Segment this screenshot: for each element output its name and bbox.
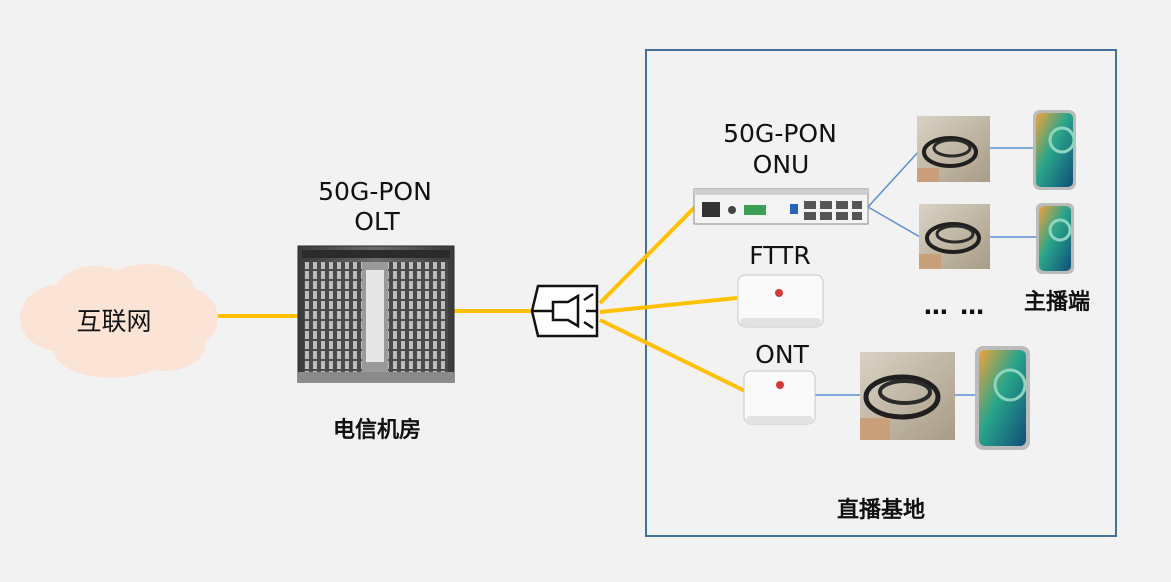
onu-title-line2: ONU xyxy=(753,150,810,179)
ont-label: ONT xyxy=(755,340,809,369)
camera-photo-2 xyxy=(919,204,990,269)
link-onu-camera2 xyxy=(867,206,921,238)
device-links xyxy=(815,147,1038,396)
phone-icon-1 xyxy=(1033,110,1076,190)
streamer-label: 主播端 xyxy=(1024,290,1090,315)
base-frame xyxy=(645,49,1117,537)
internet-label: 互联网 xyxy=(76,307,151,336)
ellipsis: … … xyxy=(924,292,986,320)
base-label: 直播基地 xyxy=(837,497,925,523)
fiber-splitter-onu xyxy=(598,203,699,305)
internet-cloud-icon xyxy=(20,264,218,378)
fttr-label: FTTR xyxy=(749,241,810,270)
olt-title-line2: OLT xyxy=(354,207,400,236)
olt-title-line1: 50G-PON xyxy=(318,177,432,206)
phone-icon-3 xyxy=(975,346,1030,450)
fiber-splitter-ont xyxy=(599,318,746,393)
link-onu-camera1 xyxy=(867,149,921,208)
olt-chassis-icon xyxy=(297,245,455,383)
fttr-device-icon xyxy=(737,274,824,328)
onu-title-line1: 50G-PON xyxy=(723,119,837,148)
camera-photo-1 xyxy=(917,116,990,182)
fiber-splitter-fttr xyxy=(599,296,738,314)
ont-device-icon xyxy=(743,370,816,425)
fiber-links xyxy=(215,203,746,393)
camera-photo-3 xyxy=(860,352,955,440)
olt-location-label: 电信机房 xyxy=(333,417,421,443)
splitter-icon xyxy=(530,284,599,338)
phone-icon-2 xyxy=(1036,203,1074,274)
onu-device-icon xyxy=(693,188,869,225)
